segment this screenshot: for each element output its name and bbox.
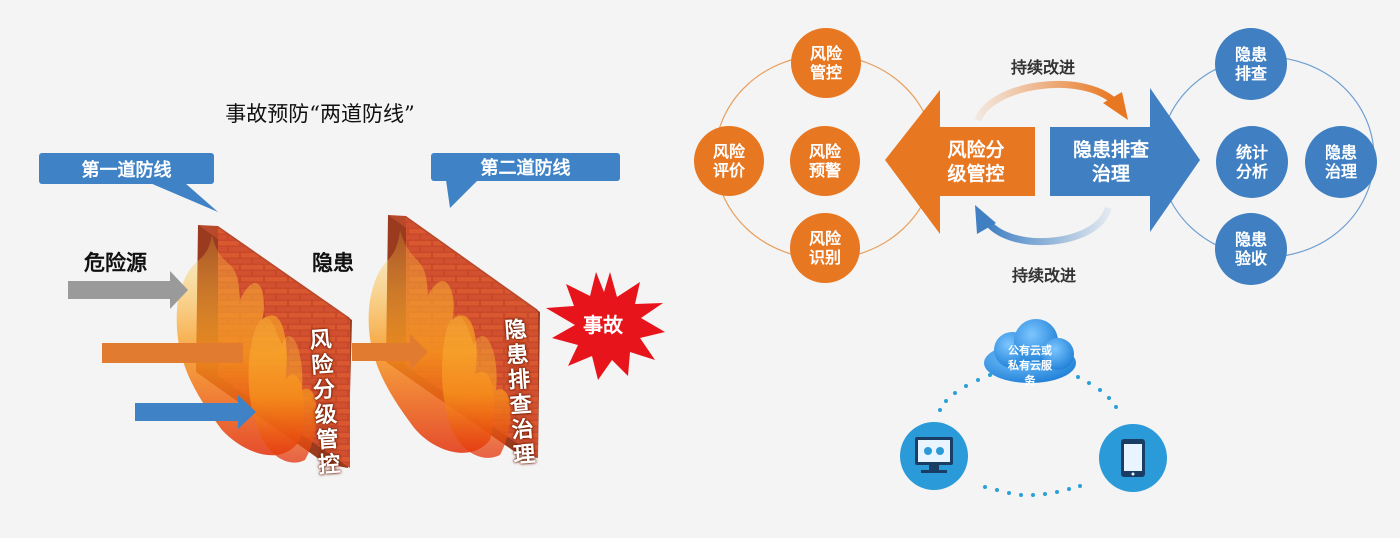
second-defense-wall — [368, 215, 540, 458]
accident-label: 事故 — [583, 313, 623, 337]
desktop-computer-icon — [900, 422, 968, 490]
loop-arrow-bottom — [983, 206, 1112, 246]
risk-control-arrow-label: 风险分级管控 — [947, 139, 1005, 185]
hazard-acceptance-label: 隐患验收 — [1234, 230, 1267, 268]
hazard-acceptance-circle: 隐患验收 — [1215, 213, 1287, 285]
hazard-inspection-label: 隐患排查 — [1234, 45, 1267, 83]
callout-second-label: 第二道防线 — [480, 158, 571, 179]
cloud-service-label: 公有云或私有云服务 — [1008, 344, 1052, 387]
callout-tail-second — [446, 180, 478, 208]
continuous-improvement-top: 持续改进 — [1011, 58, 1076, 77]
loop-arrow-top — [974, 80, 1118, 122]
risk-identification-circle: 风险识别 — [790, 213, 860, 283]
hazard-governance-arrow-label: 隐患排查治理 — [1073, 139, 1150, 185]
mobile-phone-icon — [1099, 424, 1167, 492]
risk-warning-circle: 风险预警 — [790, 126, 860, 196]
continuous-improvement-bottom: 持续改进 — [1012, 266, 1077, 285]
gray-arrow — [68, 271, 188, 309]
middle-arrow — [352, 334, 428, 370]
statistical-analysis-label: 统计分析 — [1235, 143, 1268, 181]
loop-arrow-bottom-head — [975, 205, 996, 234]
callout-second-defense: 第二道防线 — [431, 153, 620, 181]
accident-burst — [546, 272, 665, 380]
callout-tail-first — [150, 183, 218, 212]
diagram-title: 事故预防“两道防线” — [225, 102, 415, 126]
risk-control-label: 风险管控 — [809, 44, 842, 82]
risk-control-circle: 风险管控 — [791, 28, 861, 98]
risk-warning-label: 风险预警 — [808, 142, 841, 180]
hazard-source-arrows — [68, 271, 428, 429]
cloud-connectors — [938, 373, 1118, 497]
loop-arrow-top-head — [1103, 92, 1128, 120]
cloud-shape — [984, 319, 1076, 383]
risk-control-arrow — [885, 90, 1035, 234]
statistical-analysis-circle: 统计分析 — [1216, 126, 1288, 198]
hazard-source-label: 危险源 — [84, 251, 147, 275]
hazard-governance-arrow — [1050, 88, 1200, 232]
callout-first-defense: 第一道防线 — [39, 153, 214, 184]
hazard-governance-circle: 隐患治理 — [1305, 126, 1377, 198]
orange-arrow — [102, 343, 243, 363]
hazard-governance-label: 隐患治理 — [1324, 143, 1357, 181]
risk-evaluation-label: 风险评价 — [712, 142, 745, 180]
risk-identification-label: 风险识别 — [808, 229, 841, 267]
hidden-danger-label: 隐患 — [312, 251, 354, 275]
blue-arrow — [135, 395, 256, 429]
hazard-inspection-circle: 隐患排查 — [1215, 28, 1287, 100]
callout-first-label: 第一道防线 — [81, 159, 172, 181]
risk-evaluation-circle: 风险评价 — [694, 126, 764, 196]
